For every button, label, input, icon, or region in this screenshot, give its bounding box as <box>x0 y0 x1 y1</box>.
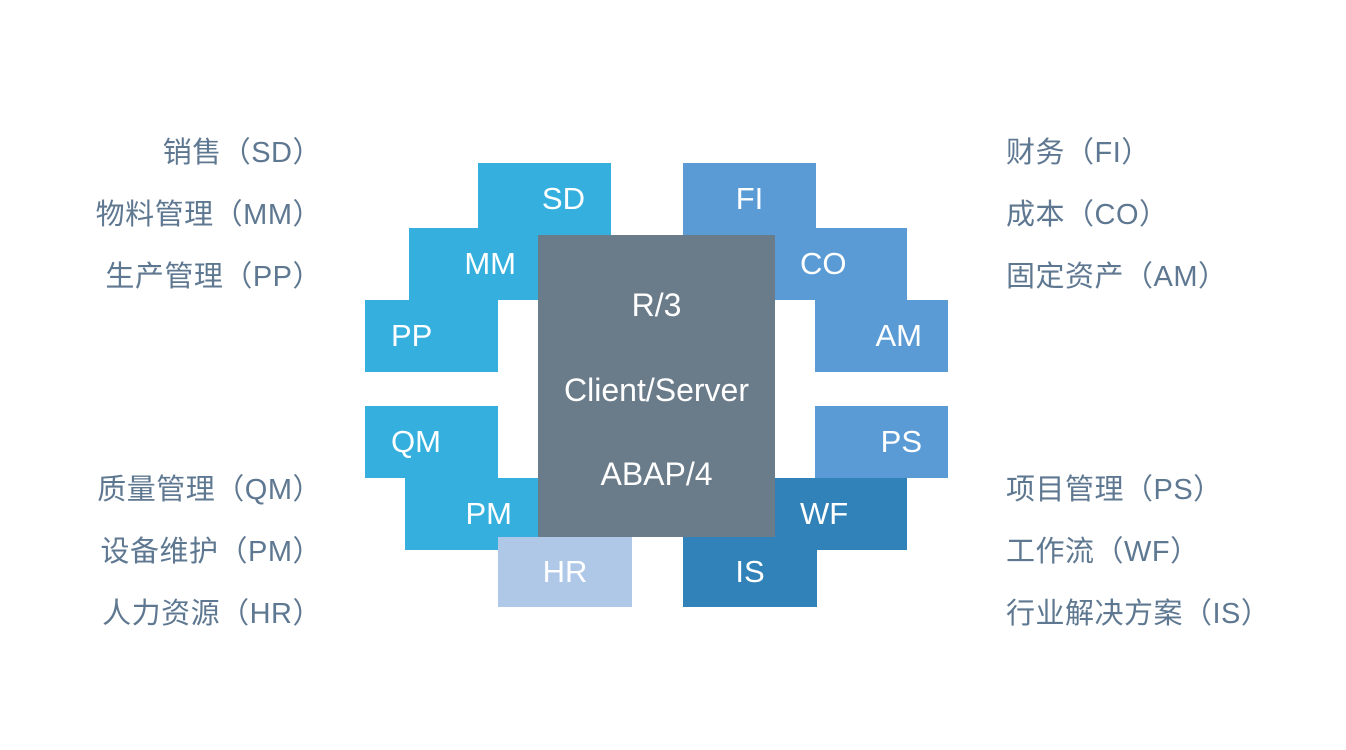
label-wf: 工作流（WF） <box>1006 536 1200 568</box>
module-tile-label: HR <box>542 554 588 589</box>
label-fi: 财务（FI） <box>1006 137 1151 169</box>
module-tile-co[interactable]: CO <box>774 228 907 300</box>
module-tile-fi[interactable]: FI <box>683 163 816 235</box>
label-pp: 生产管理（PP） <box>105 261 322 293</box>
module-tile-label: AM <box>875 318 923 353</box>
module-tile-mm[interactable]: MM <box>409 228 542 300</box>
core-platform-block: R/3 Client/Server ABAP/4 <box>538 235 775 537</box>
core-line-r3: R/3 <box>631 287 682 323</box>
label-mm: 物料管理（MM） <box>95 199 322 231</box>
label-sd: 销售（SD） <box>162 137 322 169</box>
module-tile-qm[interactable]: QM <box>365 406 498 478</box>
module-tile-is[interactable]: IS <box>683 537 817 607</box>
module-tile-pp[interactable]: PP <box>365 300 498 372</box>
label-group-bottom-left: 质量管理（QM） 设备维护（PM） 人力资源（HR） <box>97 459 322 645</box>
module-tile-label: CO <box>800 246 847 281</box>
label-co: 成本（CO） <box>1006 199 1169 231</box>
module-tile-label: MM <box>464 246 516 281</box>
module-tile-am[interactable]: AM <box>815 300 948 372</box>
label-qm: 质量管理（QM） <box>97 474 322 506</box>
label-ps: 项目管理（PS） <box>1006 474 1223 506</box>
label-is: 行业解决方案（IS） <box>1006 598 1271 630</box>
label-group-top-right: 财务（FI） 成本（CO） 固定资产（AM） <box>1006 122 1228 308</box>
module-tile-label: IS <box>735 554 765 589</box>
label-hr: 人力资源（HR） <box>102 598 322 630</box>
label-pm: 设备维护（PM） <box>100 536 322 568</box>
module-tile-label: PM <box>465 496 513 531</box>
module-tile-label: FI <box>735 181 764 216</box>
core-line-client-server: Client/Server <box>564 371 749 408</box>
module-tile-label: PP <box>391 318 433 353</box>
core-line-abap4: ABAP/4 <box>600 456 713 492</box>
module-tile-sd[interactable]: SD <box>478 163 611 235</box>
module-tile-label: WF <box>800 496 849 531</box>
module-tile-label: SD <box>541 181 585 216</box>
module-tile-hr[interactable]: HR <box>498 537 632 607</box>
module-tile-label: PS <box>880 424 922 459</box>
module-tile-ps[interactable]: PS <box>815 406 948 478</box>
label-am: 固定资产（AM） <box>1006 261 1228 293</box>
label-group-top-left: 销售（SD） 物料管理（MM） 生产管理（PP） <box>96 122 322 308</box>
label-group-bottom-right: 项目管理（PS） 工作流（WF） 行业解决方案（IS） <box>1006 459 1270 645</box>
module-tile-label: QM <box>391 424 441 459</box>
